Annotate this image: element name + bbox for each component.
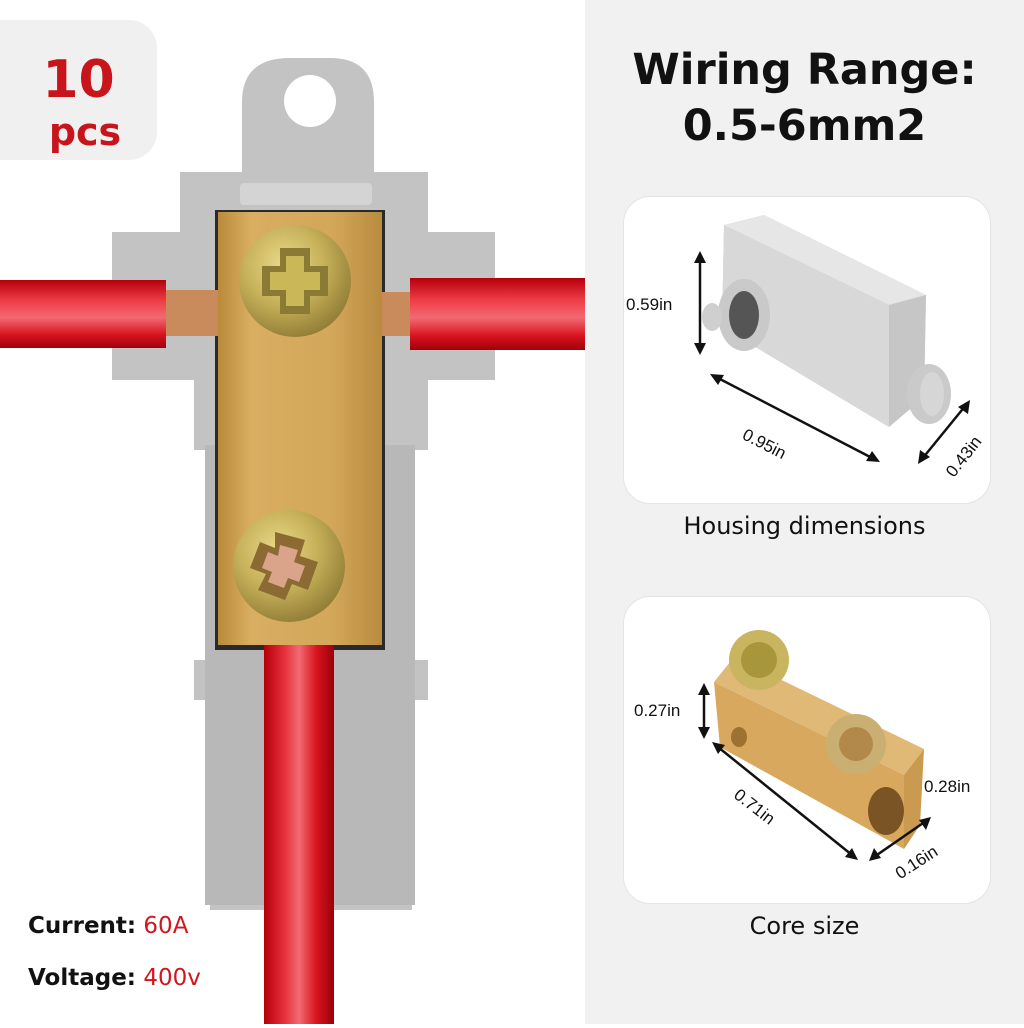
core-size-caption: Core size [749,912,860,940]
housing-dimensions-caption: Housing dimensions [683,512,926,540]
housing-diagram [694,215,970,464]
quantity-badge: 10 pcs [0,20,157,160]
core-diagram [698,630,931,861]
product-photo-panel [0,58,585,1024]
quantity-number: 10 [42,50,115,110]
core-size-card: 0.27in 0.71in 0.28in 0.16in [624,597,990,903]
electrical-specs: Current: 60A Voltage: 400v [28,900,201,1004]
spec-voltage-label: Voltage: [28,965,137,991]
housing-height-label: 0.59in [626,295,673,314]
quantity-unit: pcs [48,110,122,154]
spec-current-value: 60A [143,913,189,939]
housing-dimensions-card: 0.59in 0.95in 0.43in [624,197,990,503]
wiring-range-label: Wiring Range: [632,45,977,95]
wiring-range-title: Wiring Range: 0.5-6mm2 [585,42,1024,154]
spec-voltage-value: 400v [143,965,201,991]
spec-current-label: Current: [28,913,137,939]
spec-current: Current: 60A [28,900,201,952]
core-hole-label: 0.28in [924,777,971,796]
connector-photo-illustration [0,58,585,1024]
wiring-range-value: 0.5-6mm2 [682,101,927,151]
spec-voltage: Voltage: 400v [28,952,201,1004]
core-height-label: 0.27in [634,701,681,720]
